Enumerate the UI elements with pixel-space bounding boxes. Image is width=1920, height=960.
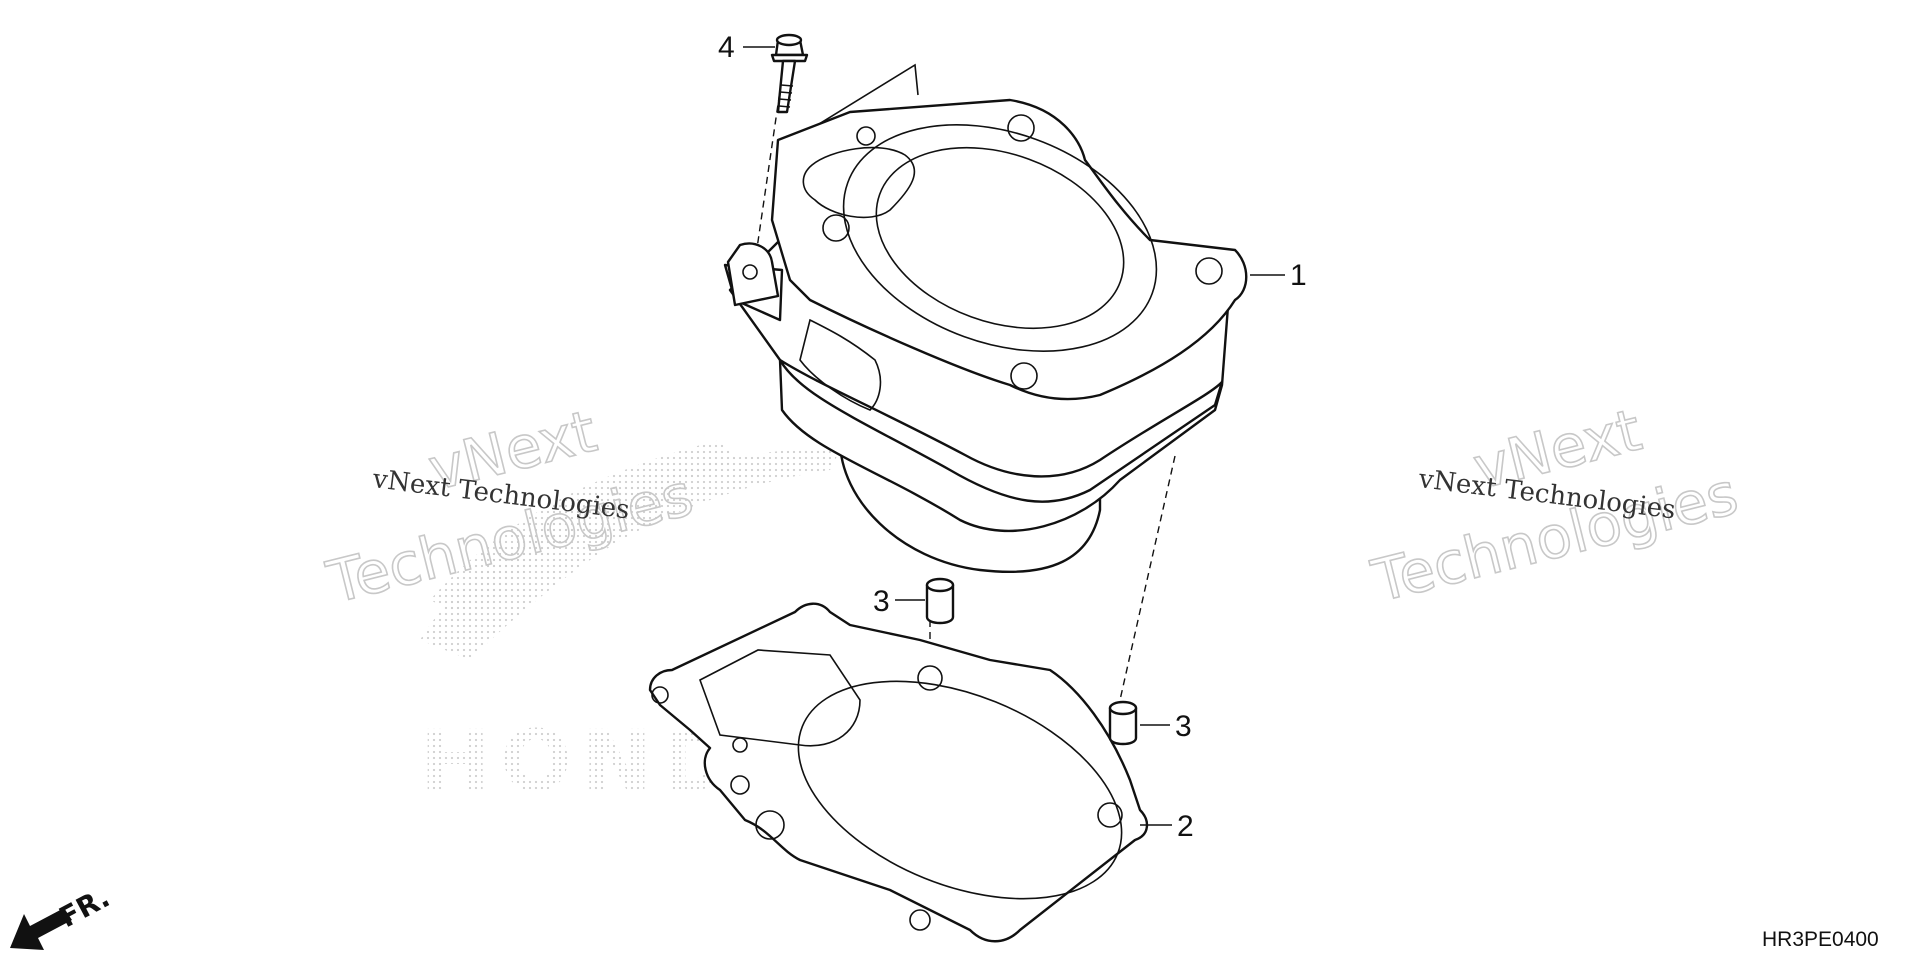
front-arrow-icon — [10, 908, 72, 950]
front-label: FR. — [54, 881, 115, 934]
dowel-pin-upper[interactable] — [925, 577, 955, 625]
cylinder-part[interactable] — [723, 84, 1248, 574]
dowel-pin-lower[interactable] — [1108, 700, 1138, 746]
callout-2: 2 — [1177, 810, 1194, 843]
diagram-code: HR3PE0400 — [1762, 928, 1879, 951]
bolt-part[interactable] — [770, 33, 809, 114]
callout-leaders — [743, 46, 1285, 826]
callout-4: 4 — [718, 31, 735, 64]
front-direction-marker: FR. — [10, 881, 115, 950]
callout-3-lower: 3 — [1175, 710, 1192, 743]
gasket-part[interactable] — [648, 602, 1153, 943]
callout-1: 1 — [1290, 259, 1307, 292]
callout-3-upper: 3 — [873, 585, 890, 618]
